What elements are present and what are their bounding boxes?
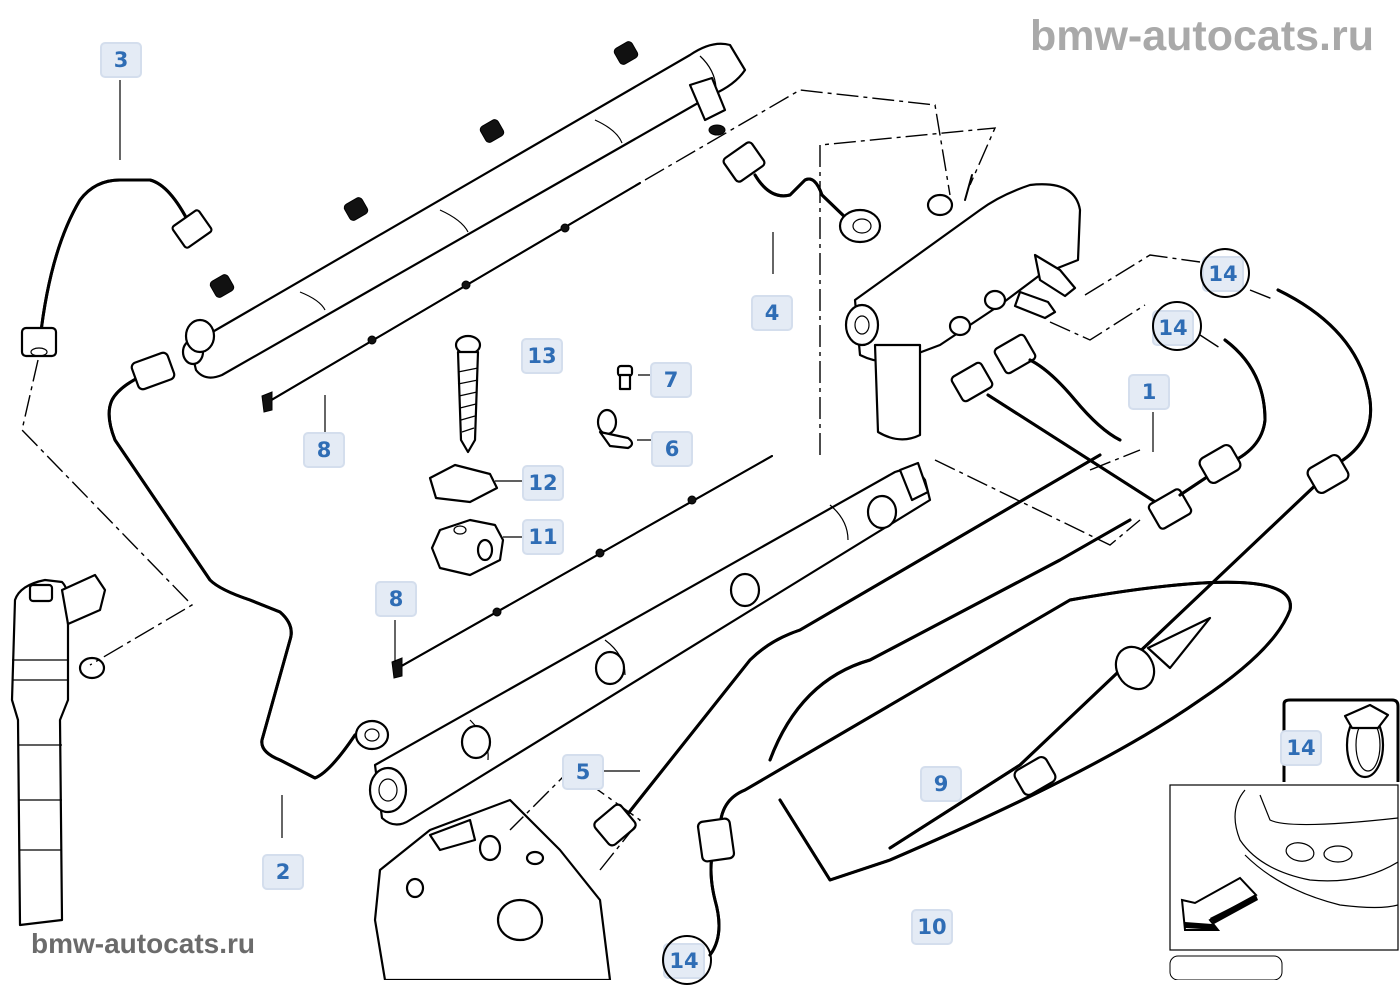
- callout-14-inset[interactable]: 14: [1280, 730, 1322, 766]
- callout-9[interactable]: 9: [920, 766, 962, 802]
- callout-6[interactable]: 6: [651, 431, 693, 467]
- callout-14-bottom[interactable]: 14: [663, 943, 705, 979]
- upper-fuel-rail: [181, 41, 747, 379]
- callout-12[interactable]: 12: [522, 465, 564, 501]
- callout-1[interactable]: 1: [1128, 374, 1170, 410]
- inset-hose-clamp: [1282, 698, 1400, 782]
- fuel-line-1: [950, 333, 1193, 530]
- injection-line-5: [593, 453, 1102, 847]
- pressure-control-block: [844, 174, 1082, 441]
- injector: [10, 573, 107, 927]
- injection-line-4: [722, 141, 882, 244]
- high-pressure-pump: [373, 798, 612, 980]
- bracket-12: [428, 463, 528, 504]
- callout-11[interactable]: 11: [522, 519, 564, 555]
- injection-line-2: [107, 351, 390, 780]
- bolt-13: [454, 334, 482, 454]
- lower-fuel-rail: [368, 461, 932, 826]
- callout-10[interactable]: 10: [911, 909, 953, 945]
- injection-line-3: [20, 178, 213, 358]
- leader-lines: [119, 80, 1154, 838]
- callout-8-upper[interactable]: 8: [303, 432, 345, 468]
- callout-4[interactable]: 4: [751, 295, 793, 331]
- return-hose-inner: [1178, 338, 1267, 497]
- return-hose-outer: [888, 288, 1373, 850]
- callout-13[interactable]: 13: [521, 338, 563, 374]
- callout-14-middle[interactable]: 14: [1152, 310, 1194, 346]
- callout-7[interactable]: 7: [650, 362, 692, 398]
- callout-2[interactable]: 2: [262, 854, 304, 890]
- fuel-feed-line-10: [768, 518, 1132, 762]
- callout-5[interactable]: 5: [562, 754, 604, 790]
- leak-off-line-upper: [261, 182, 641, 413]
- leak-off-line-lower: [391, 455, 773, 679]
- inset-car-orientation: [1169, 784, 1399, 980]
- callout-3[interactable]: 3: [100, 42, 142, 78]
- watermark-bottom: bmw-autocats.ru: [31, 928, 256, 959]
- callout-14-top[interactable]: 14: [1202, 256, 1244, 292]
- connection-lines: [21, 89, 1276, 871]
- callout-8-lower[interactable]: 8: [375, 581, 417, 617]
- screw-7: [616, 364, 658, 391]
- holder-11: [430, 518, 528, 577]
- watermark-top: bmw-autocats.ru: [1029, 12, 1374, 60]
- fuel-return-line-9: [696, 580, 1292, 957]
